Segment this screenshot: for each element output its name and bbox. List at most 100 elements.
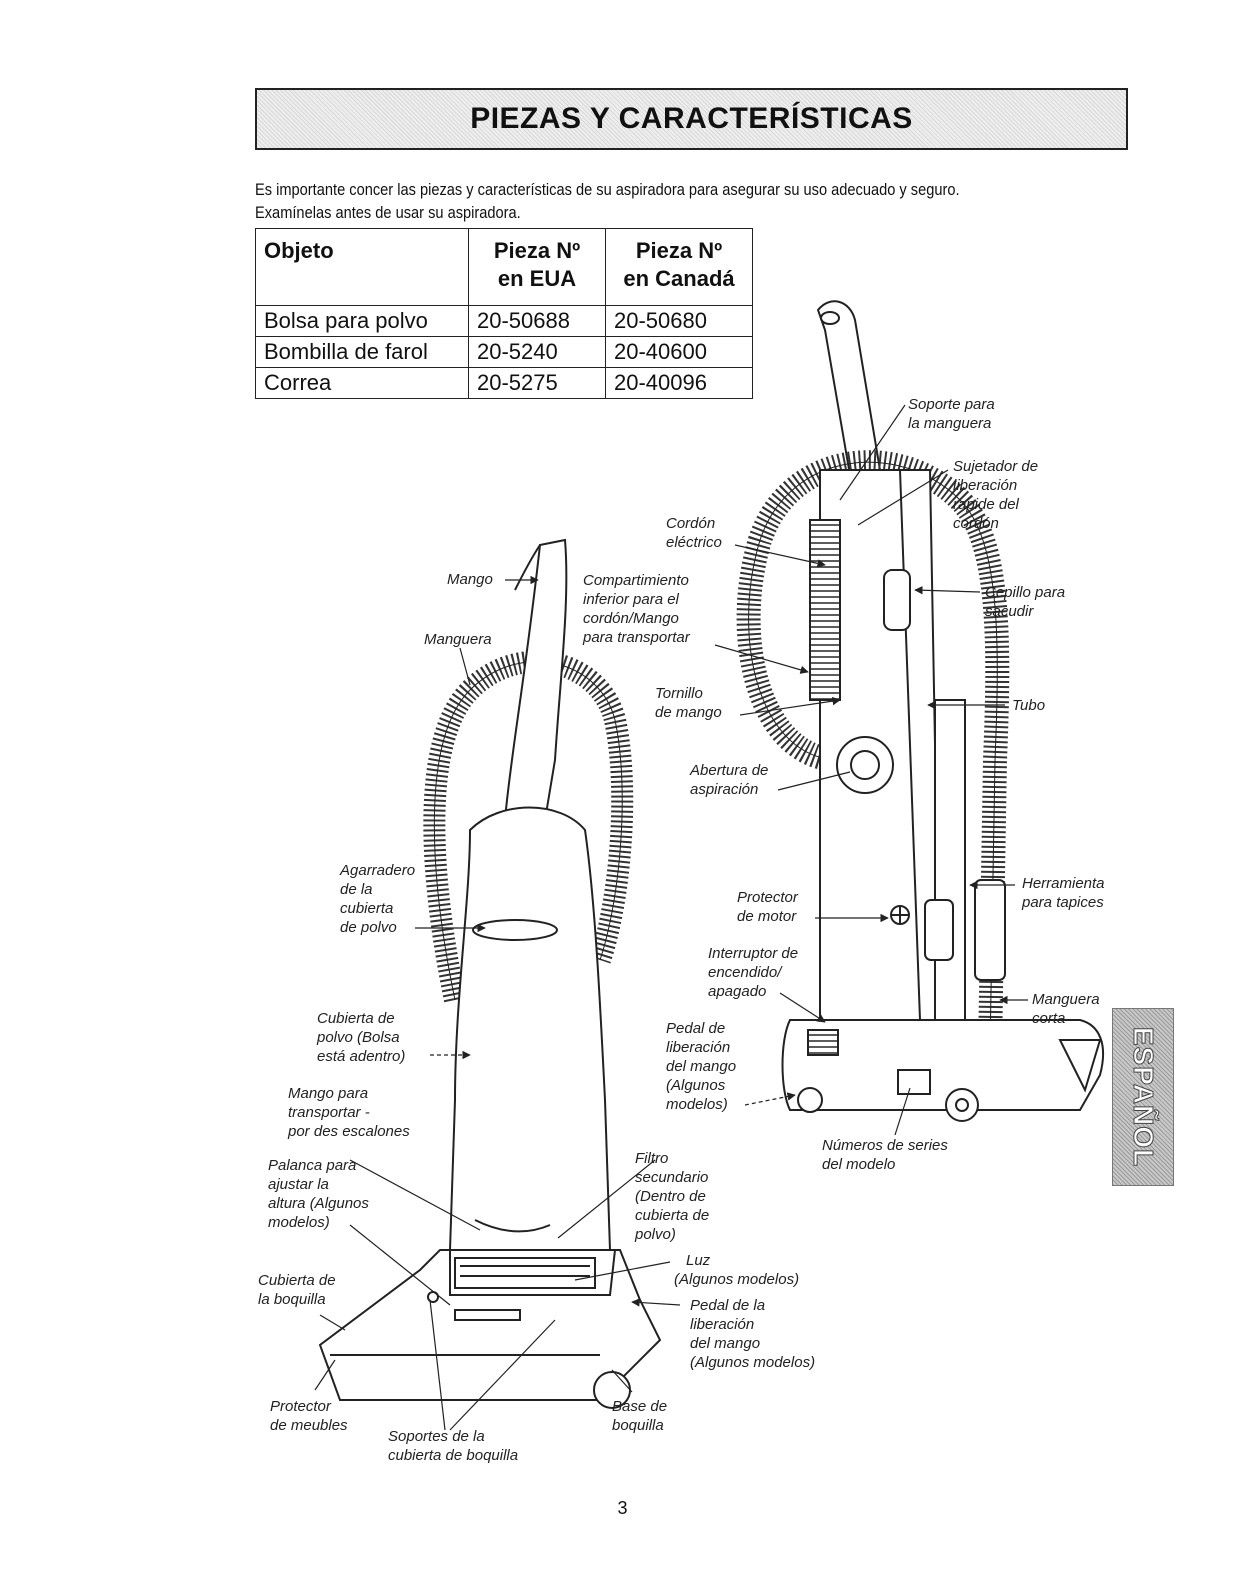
label-soportes: Soportes de la cubierta de boquilla [388, 1428, 518, 1464]
svg-text:encendido/: encendido/ [708, 964, 783, 981]
svg-text:Tornillo: Tornillo [655, 685, 703, 702]
svg-text:secundario: secundario [635, 1169, 708, 1186]
svg-text:para tapices: para tapices [1021, 894, 1104, 911]
svg-text:de meubles: de meubles [270, 1417, 348, 1434]
svg-text:liberación: liberación [953, 477, 1017, 494]
svg-text:(Algunos modelos): (Algunos modelos) [674, 1271, 799, 1288]
label-abertura: Abertura de aspiración [689, 762, 768, 798]
svg-text:apagado: apagado [708, 983, 766, 1000]
svg-text:altura (Algunos: altura (Algunos [268, 1195, 369, 1212]
svg-text:de motor: de motor [737, 908, 797, 925]
page-title: PIEZAS Y CARACTERÍSTICAS [470, 102, 913, 135]
svg-text:Mango para: Mango para [288, 1085, 368, 1102]
svg-text:liberación: liberación [666, 1039, 730, 1056]
label-compartimiento: Compartimiento inferior para el cordón/M… [582, 572, 691, 646]
svg-text:transportar -: transportar - [288, 1104, 370, 1121]
svg-text:está adentro): está adentro) [317, 1048, 405, 1065]
svg-text:para transportar: para transportar [582, 629, 691, 646]
svg-text:aspiración: aspiración [690, 781, 758, 798]
svg-text:boquilla: boquilla [612, 1417, 664, 1434]
svg-text:de la: de la [340, 881, 373, 898]
svg-text:Manguera: Manguera [1032, 991, 1100, 1008]
intro-line-1: Es importante concer las piezas y caract… [255, 180, 960, 199]
svg-text:Protector: Protector [737, 889, 799, 906]
svg-text:Números de series: Números de series [822, 1137, 948, 1154]
table-row: Correa 20-5275 20-40096 [255, 367, 753, 399]
svg-text:de mango: de mango [655, 704, 722, 721]
page-number: 3 [617, 1498, 628, 1518]
svg-text:la boquilla: la boquilla [258, 1291, 326, 1308]
label-interruptor: Interruptor de encendido/ apagado [708, 945, 798, 1000]
svg-text:Soportes de la: Soportes de la [388, 1428, 485, 1445]
section-banner: PIEZAS Y CARACTERÍSTICAS [255, 88, 1128, 150]
svg-text:polvo (Bolsa: polvo (Bolsa [316, 1029, 400, 1046]
svg-text:del mango: del mango [666, 1058, 736, 1075]
svg-text:(Algunos: (Algunos [666, 1077, 726, 1094]
svg-text:Pedal de: Pedal de [666, 1020, 725, 1037]
intro-text: Es importante concer las piezas y caract… [255, 178, 1012, 224]
language-tab-label: ESPAÑOL [1128, 1026, 1160, 1168]
cell-objeto: Bolsa para polvo [255, 305, 469, 337]
label-herramienta: Herramienta para tapices [1021, 875, 1105, 911]
svg-text:cubierta: cubierta [340, 900, 393, 917]
svg-text:rapide del: rapide del [953, 496, 1020, 513]
cell-objeto: Correa [255, 367, 469, 399]
svg-text:por des escalones: por des escalones [287, 1123, 410, 1140]
svg-text:Sujetador de: Sujetador de [953, 458, 1038, 475]
intro-line-2: Examínelas antes de usar su aspiradora. [255, 203, 521, 222]
svg-text:polvo): polvo) [634, 1226, 676, 1243]
svg-text:Palanca para: Palanca para [268, 1157, 356, 1174]
label-agarradero: Agarradero de la cubierta de polvo [339, 862, 415, 936]
label-soporte-manguera: Soporte para la manguera [908, 396, 995, 432]
svg-text:Protector: Protector [270, 1398, 332, 1415]
svg-text:modelos): modelos) [268, 1214, 330, 1231]
label-manguera: Manguera [424, 631, 492, 648]
label-cepillo: Cepillo para sacudir [985, 584, 1065, 620]
svg-text:Herramienta: Herramienta [1022, 875, 1105, 892]
cell-pieza-eua: 20-5240 [468, 336, 606, 368]
label-cubierta-polvo: Cubierta de polvo (Bolsa está adentro) [316, 1010, 405, 1065]
label-sujetador: Sujetador de liberación rapide del cordó… [953, 458, 1038, 532]
svg-text:cordón/Mango: cordón/Mango [583, 610, 679, 627]
svg-text:cubierta de boquilla: cubierta de boquilla [388, 1447, 518, 1464]
label-pedal-liberacion: Pedal de la liberación del mango (Alguno… [690, 1297, 815, 1371]
svg-text:Luz: Luz [686, 1252, 711, 1269]
svg-text:(Dentro de: (Dentro de [635, 1188, 706, 1205]
svg-text:Abertura de: Abertura de [689, 762, 768, 779]
label-palanca: Palanca para ajustar la altura (Algunos … [268, 1157, 369, 1231]
back-vacuum-drawing [736, 300, 1105, 1122]
label-cubierta-boquilla: Cubierta de la boquilla [258, 1272, 336, 1308]
label-pedal-mango: Pedal de liberación del mango (Algunos m… [666, 1020, 736, 1113]
cell-pieza-canada: 20-50680 [605, 305, 753, 337]
svg-text:Interruptor de: Interruptor de [708, 945, 798, 962]
label-manguera-corta: Manguera corta [1032, 991, 1100, 1027]
svg-text:Agarradero: Agarradero [339, 862, 415, 879]
label-tornillo: Tornillo de mango [655, 685, 722, 721]
svg-text:del mango: del mango [690, 1335, 760, 1352]
front-leader-lines [314, 575, 681, 1431]
label-mango-transportar: Mango para transportar - por des escalon… [287, 1085, 410, 1140]
svg-text:Compartimiento: Compartimiento [583, 572, 689, 589]
svg-text:cubierta de: cubierta de [635, 1207, 709, 1224]
svg-text:ajustar la: ajustar la [268, 1176, 329, 1193]
svg-text:(Algunos modelos): (Algunos modelos) [690, 1354, 815, 1371]
svg-text:Pedal de la: Pedal de la [690, 1297, 765, 1314]
label-tubo: Tubo [1012, 697, 1045, 714]
svg-text:Soporte para: Soporte para [908, 396, 995, 413]
svg-text:del modelo: del modelo [822, 1156, 895, 1173]
cell-objeto: Bombilla de farol [255, 336, 469, 368]
label-luz: Luz (Algunos modelos) [674, 1252, 799, 1288]
svg-text:corta: corta [1032, 1010, 1065, 1027]
svg-text:Base de: Base de [612, 1398, 667, 1415]
svg-text:Cubierta de: Cubierta de [258, 1272, 336, 1289]
svg-text:sacudir: sacudir [985, 603, 1034, 620]
label-mango: Mango [447, 571, 493, 588]
svg-text:cordón: cordón [953, 515, 999, 532]
label-cordon: Cordón eléctrico [666, 515, 722, 551]
label-numeros: Números de series del modelo [822, 1137, 948, 1173]
label-protector-muebles: Protector de meubles [270, 1398, 348, 1434]
table-row: Bombilla de farol 20-5240 20-40600 [255, 336, 753, 368]
svg-text:Filtro: Filtro [635, 1150, 668, 1167]
